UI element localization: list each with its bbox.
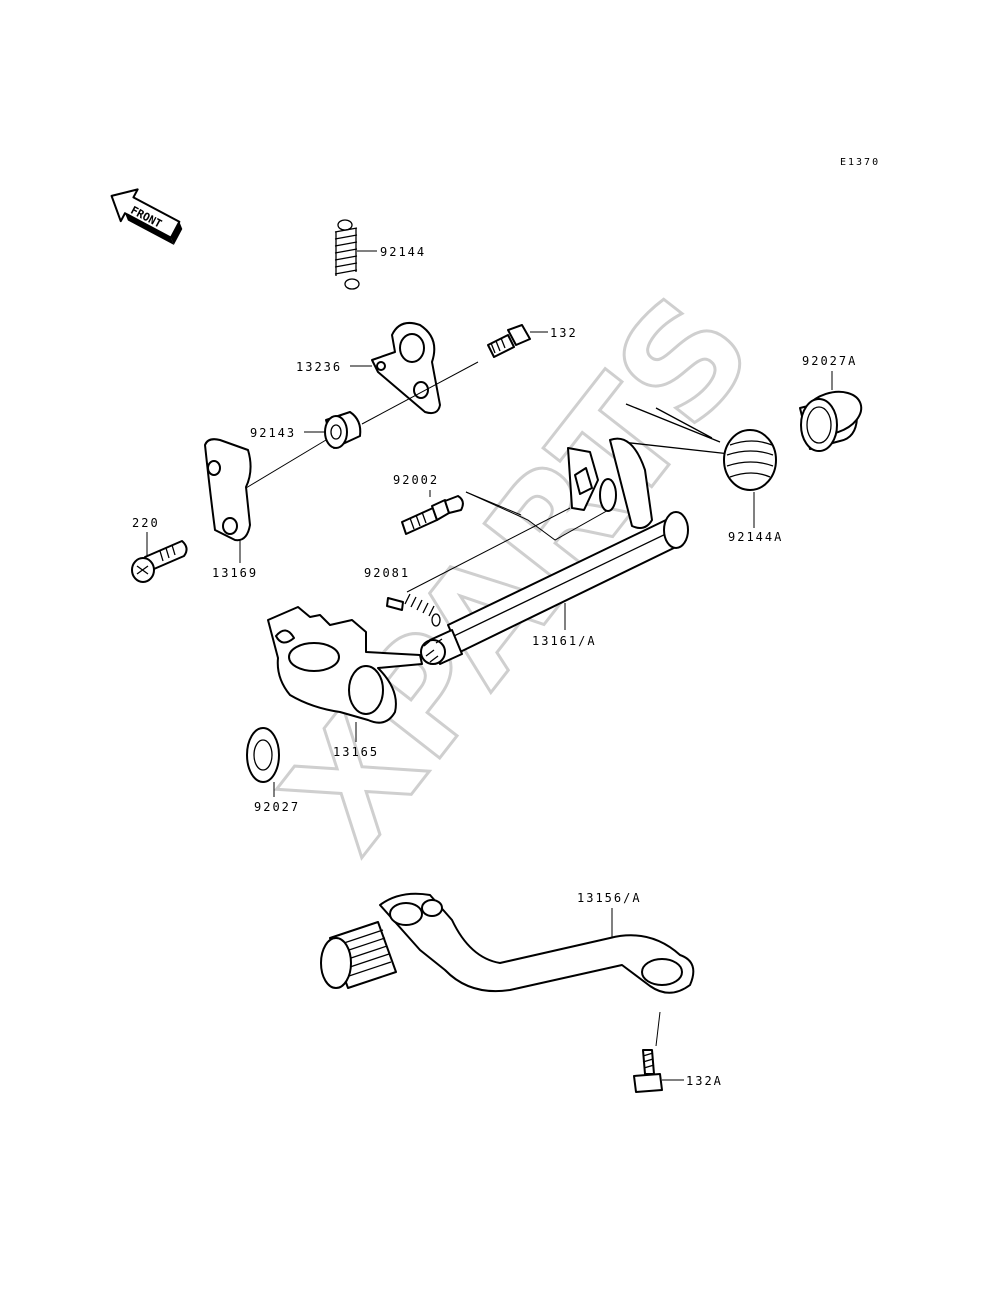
label-92027: 92027 bbox=[254, 800, 300, 814]
watermark-text: XPARTS bbox=[251, 265, 786, 882]
label-92144a: 92144A bbox=[728, 530, 783, 544]
spring-92081 bbox=[386, 593, 441, 627]
bolt-132 bbox=[487, 324, 531, 358]
pedal-13156a bbox=[320, 892, 695, 994]
collar-92143 bbox=[324, 411, 362, 449]
label-132a: 132A bbox=[686, 1074, 723, 1088]
label-13169: 13169 bbox=[212, 566, 258, 580]
plate-13236 bbox=[371, 322, 441, 415]
shaft-13161a bbox=[420, 437, 689, 665]
label-220: 220 bbox=[132, 516, 160, 530]
front-arrow-icon: FRONT bbox=[110, 188, 183, 245]
label-132: 132 bbox=[550, 326, 578, 340]
label-92027a: 92027A bbox=[802, 354, 857, 368]
label-92144: 92144 bbox=[380, 245, 426, 259]
label-13236: 13236 bbox=[296, 360, 342, 374]
label-92143: 92143 bbox=[250, 426, 296, 440]
collar-92027a bbox=[799, 390, 863, 452]
plate-13169 bbox=[204, 438, 252, 542]
label-13161a: 13161/A bbox=[532, 634, 597, 648]
bolt-220 bbox=[131, 540, 188, 583]
spring-92144 bbox=[334, 219, 360, 290]
pin-92002 bbox=[401, 495, 464, 535]
diagram-code: E1370 bbox=[840, 157, 880, 168]
seal-92027 bbox=[246, 727, 280, 783]
bolt-132a bbox=[633, 1049, 663, 1093]
label-92081: 92081 bbox=[364, 566, 410, 580]
plate-13165 bbox=[267, 606, 423, 724]
label-13165: 13165 bbox=[333, 745, 379, 759]
label-92002: 92002 bbox=[393, 473, 439, 487]
label-13156a: 13156/A bbox=[577, 891, 642, 905]
spring-92144a bbox=[621, 403, 777, 491]
